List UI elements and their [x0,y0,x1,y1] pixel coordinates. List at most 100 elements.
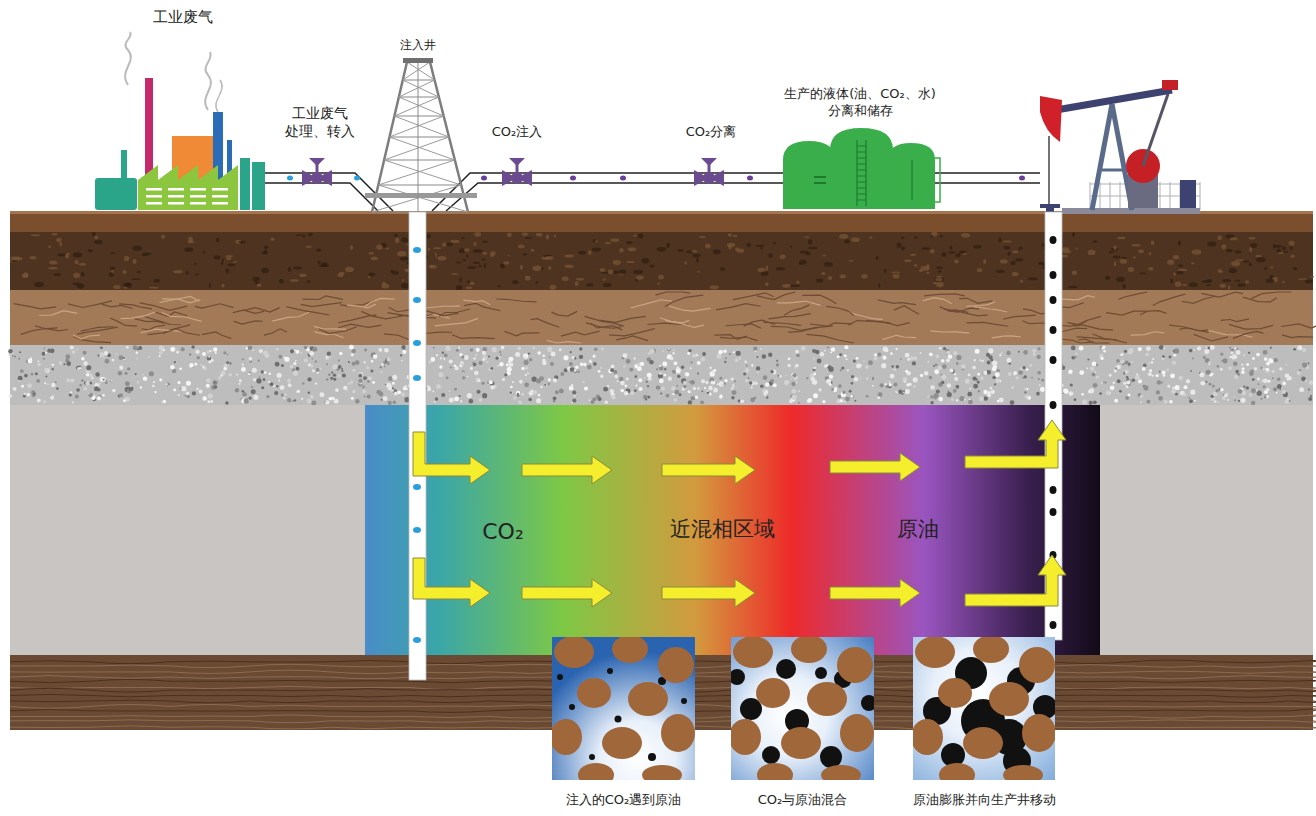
soil-speck [892,272,901,274]
soil-speck [470,282,475,286]
gravel-grain [548,356,550,358]
gravel-grain [755,382,758,385]
clay-crack [1281,324,1316,328]
gravel-grain [287,378,291,382]
soil-speck [1206,284,1212,286]
gravel-grain [1026,388,1028,390]
clay-crack [286,307,329,315]
gravel-grain [427,387,431,391]
soil-speck [57,253,65,256]
gravel-grain [1277,378,1280,381]
gravel-grain [896,391,898,393]
gravel-grain [824,365,827,368]
gravel-grain [1282,382,1286,386]
gravel-grain [510,391,512,393]
gravel-grain [249,360,251,362]
gravel-grain [290,365,294,369]
gravel-grain [839,353,842,356]
clay-crack [655,292,690,295]
clay-crack [1068,323,1112,330]
soil-speck [462,259,466,261]
gravel-grain [33,393,36,396]
reservoir-zone [365,405,1100,655]
gravel-grain [986,353,990,357]
gravel-grain [1234,399,1236,401]
gravel-grain [991,390,995,394]
gravel-grain [1013,373,1016,376]
gravel-grain [208,394,213,399]
gravel-grain [1096,375,1099,378]
soil-speck [728,233,732,237]
gravel-grain [667,348,670,351]
gravel-grain [930,401,933,404]
soil-speck [1061,255,1068,258]
soil-speck [636,275,644,279]
soil-speck [1139,272,1146,274]
soil-speck [1176,271,1183,274]
soil-speck [768,253,772,258]
gravel-grain [79,367,82,370]
gravel-grain [502,378,505,381]
clay-crack [21,328,58,335]
gravel-grain [968,373,971,376]
gravel-grain [1214,393,1218,397]
gravel-grain [90,382,93,385]
gravel-grain [798,402,800,404]
gravel-grain [294,399,296,401]
soil-speck [1218,271,1224,273]
gravel-grain [284,356,286,358]
gravel-grain [199,389,203,393]
gravel-grain [449,359,453,363]
gravel-grain [499,351,501,353]
gravel-grain [792,389,797,394]
gravel-grain [105,382,108,385]
soil-speck [861,274,867,279]
gravel-grain [135,373,137,375]
soil-speck [401,283,410,288]
soil-speck [221,262,223,265]
gravel-grain [252,368,257,373]
gravel-grain [24,393,26,395]
gravel-grain [1119,390,1122,393]
gravel-grain [1162,370,1166,374]
soil-speck [391,269,394,273]
clay-crack [784,305,810,315]
gravel-grain [454,396,459,401]
gravel-grain [1101,347,1105,351]
soil-speck [1229,268,1237,273]
gravel-grain [555,390,559,394]
clay-crack [894,306,919,315]
gravel-grain [559,349,562,352]
clay-crack [609,329,655,336]
gravel-grain [1252,357,1255,360]
gravel-grain [751,364,753,366]
gravel-grain [256,378,261,383]
gravel-grain [1238,389,1243,394]
gravel-grain [525,366,528,369]
gravel-grain [258,376,260,378]
gravel-grain [348,361,350,363]
gravel-grain [746,365,748,367]
gravel-grain [866,395,869,398]
gravel-grain [52,364,54,366]
soil-speck [808,239,812,244]
clay-crack [272,312,309,321]
clay-crack [788,326,833,332]
soil-speck [1305,280,1313,284]
gravel-grain [295,360,297,362]
gravel-grain [707,392,709,394]
gravel-grain [521,367,524,370]
soil-speck [536,233,543,237]
gravel-grain [510,391,513,394]
gravel-grain [119,366,123,370]
gravel-grain [589,360,592,363]
gravel-grain [1282,390,1286,394]
gravel-grain [290,349,294,353]
gravel-grain [1143,385,1148,390]
clay-crack [1060,296,1095,300]
gravel-grain [1152,358,1154,360]
gravel-grain [235,388,239,392]
clay-crack [1194,334,1228,341]
soil-speck [1191,262,1194,264]
